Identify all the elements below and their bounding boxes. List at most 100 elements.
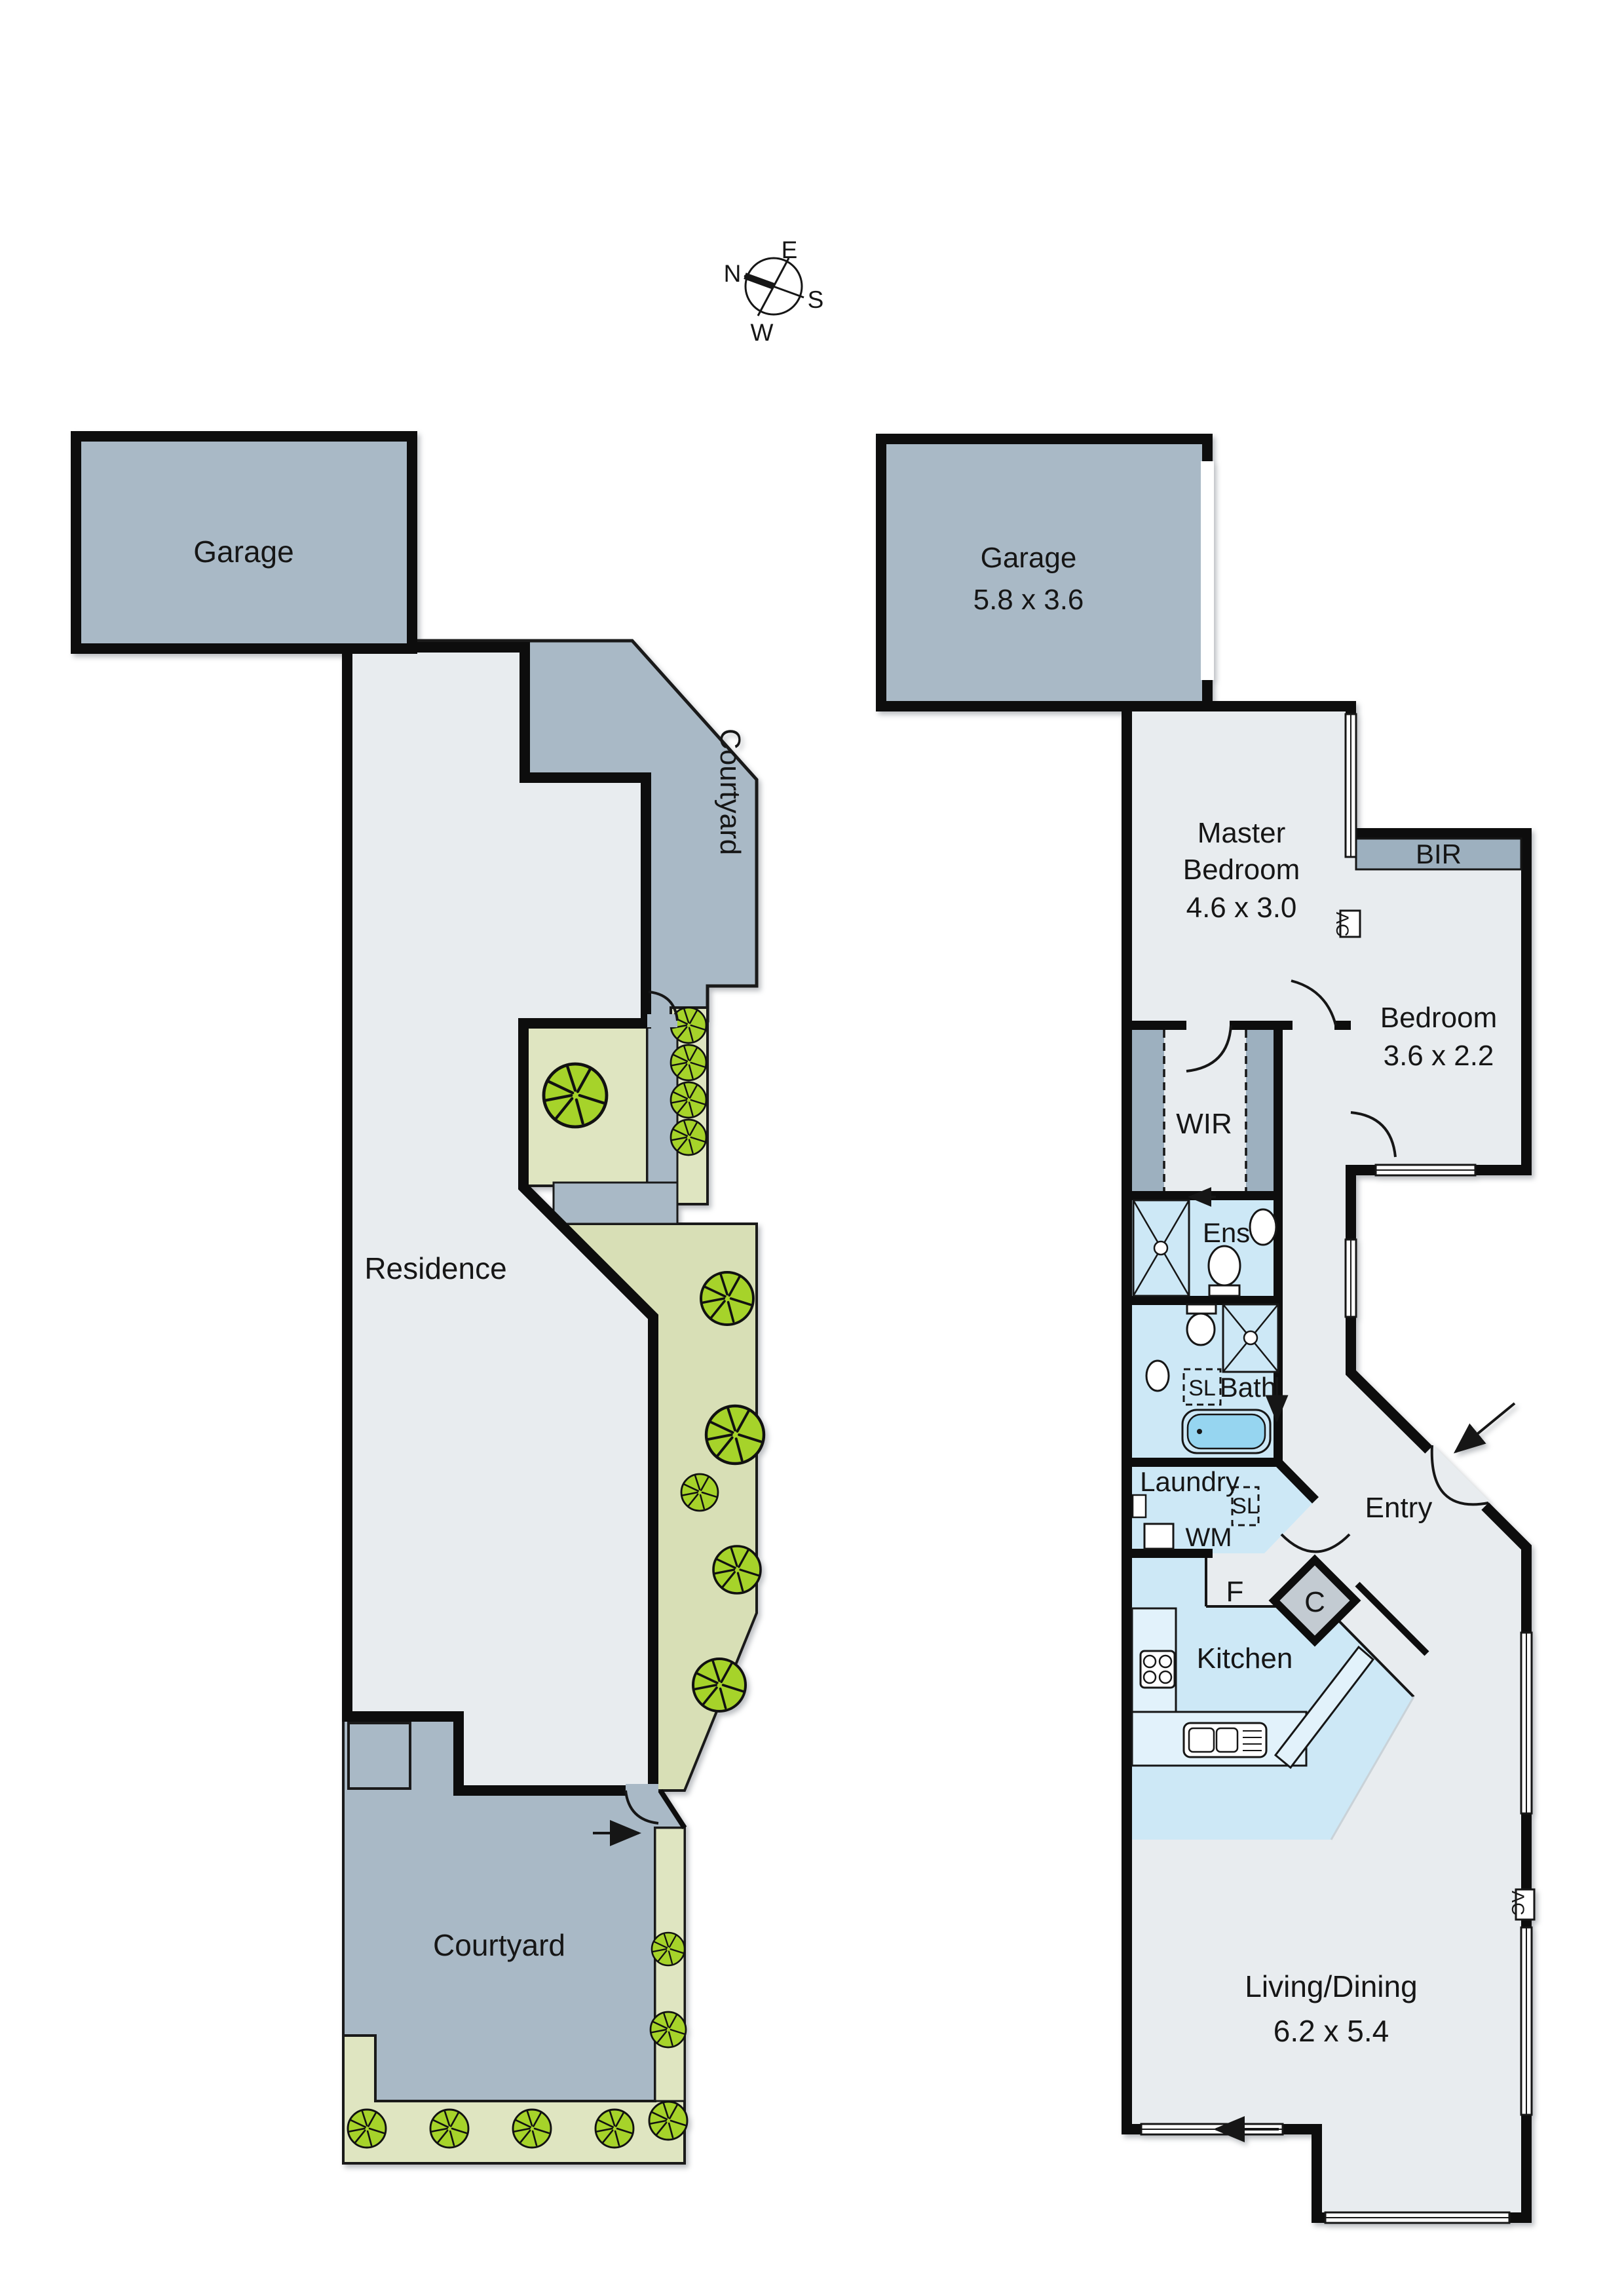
tree-icon bbox=[594, 2108, 635, 2149]
windows bbox=[1140, 713, 1533, 2224]
wir-robe-right bbox=[1246, 1030, 1278, 1194]
kitchen-floor bbox=[1132, 1553, 1414, 1840]
entry-arrow-icon bbox=[1453, 1402, 1516, 1454]
window bbox=[1324, 2211, 1511, 2224]
door-swing-arc bbox=[624, 1790, 659, 1825]
door-opening bbox=[1293, 1019, 1334, 1031]
kitchen-boundary bbox=[1330, 1696, 1415, 1840]
compass-rose: N E S W bbox=[724, 237, 824, 346]
door-swing-arc bbox=[1186, 1025, 1232, 1072]
garage-door-opening bbox=[1201, 461, 1214, 680]
tree-icon bbox=[670, 1081, 708, 1119]
window bbox=[1344, 1238, 1357, 1318]
door-swing-arc bbox=[1350, 1111, 1397, 1158]
fence-segment bbox=[658, 1789, 687, 1830]
toilet-bowl bbox=[1207, 1245, 1241, 1287]
compass-n-label: N bbox=[724, 260, 742, 287]
bath-sl-label: SL bbox=[1188, 1376, 1216, 1401]
door-opening bbox=[626, 1784, 658, 1797]
skylight-outline bbox=[1182, 1368, 1222, 1406]
ac-unit: AC bbox=[1508, 1888, 1536, 1921]
bir-label: BIR bbox=[1416, 839, 1462, 869]
tree-icon bbox=[512, 2108, 552, 2149]
courtyard-step bbox=[347, 1722, 411, 1790]
master-bedroom-label-1: Master bbox=[1198, 817, 1285, 849]
garage-dims: 5.8 x 3.6 bbox=[973, 584, 1084, 616]
bedroom-dims: 3.6 x 2.2 bbox=[1384, 1040, 1494, 1072]
closet-label: C bbox=[1304, 1586, 1325, 1618]
site-garage-label: Garage bbox=[193, 535, 293, 569]
tree-icon bbox=[680, 1473, 719, 1512]
tree-icon bbox=[649, 2011, 687, 2049]
skylight-outline bbox=[1231, 1486, 1260, 1526]
kitchen-sink bbox=[1182, 1722, 1268, 1758]
bedroom-label: Bedroom bbox=[1380, 1002, 1498, 1034]
door-opening bbox=[647, 1014, 677, 1027]
fridge-label: F bbox=[1226, 1576, 1244, 1608]
ac-label: AC bbox=[1332, 912, 1352, 937]
entry-label: Entry bbox=[1365, 1492, 1433, 1524]
house-footprint bbox=[1122, 701, 1532, 2223]
tree-icon bbox=[701, 1272, 753, 1325]
toilet-bowl bbox=[1186, 1312, 1216, 1346]
washing-machine bbox=[1143, 1523, 1175, 1550]
toilet-tank bbox=[1186, 1303, 1217, 1315]
basin bbox=[1145, 1359, 1170, 1392]
residence-footprint bbox=[342, 642, 658, 1796]
tree-icon bbox=[347, 2108, 387, 2149]
compass-e-label: E bbox=[782, 237, 798, 263]
tree-icon bbox=[693, 1659, 746, 1711]
site-plan: Garage Courtyard Residence Courtyard bbox=[71, 431, 764, 2165]
window bbox=[1520, 1926, 1533, 2116]
floor-plan: AC AC bbox=[876, 434, 1536, 2224]
garden-path-stub bbox=[552, 1181, 679, 1225]
master-bedroom-label-2: Bedroom bbox=[1183, 854, 1300, 886]
laundry-sl-label: SL bbox=[1232, 1494, 1259, 1519]
compass-s-label: S bbox=[808, 286, 824, 313]
sliding-door bbox=[1140, 2116, 1284, 2142]
kitchen-label: Kitchen bbox=[1197, 1642, 1293, 1675]
tree-icon bbox=[670, 1044, 708, 1082]
shower-drain bbox=[1153, 1240, 1169, 1256]
entry-door-opening bbox=[1424, 1445, 1490, 1511]
garage-label: Garage bbox=[981, 542, 1077, 574]
window bbox=[1344, 713, 1357, 858]
door-opening bbox=[1346, 1114, 1357, 1156]
master-bedroom-dims: 4.6 x 3.0 bbox=[1186, 892, 1297, 924]
wir-robe-left bbox=[1132, 1030, 1164, 1194]
tree-icon bbox=[706, 1406, 764, 1464]
living-dining-label: Living/Dining bbox=[1245, 1969, 1417, 2003]
ensuite-fixtures bbox=[1132, 1187, 1277, 1297]
cooktop bbox=[1139, 1650, 1176, 1689]
tree-icon bbox=[429, 2108, 470, 2149]
bathtub bbox=[1181, 1409, 1272, 1454]
kitchen-island bbox=[1274, 1645, 1375, 1770]
door-swing-arc bbox=[648, 991, 679, 1021]
bathroom-fixtures bbox=[1145, 1303, 1289, 1454]
living-dining-dims: 6.2 x 5.4 bbox=[1274, 2014, 1389, 2048]
residence-label: Residence bbox=[364, 1251, 506, 1285]
tree-icon bbox=[648, 2100, 689, 2141]
ensuite-label: Ens bbox=[1203, 1217, 1250, 1248]
entry-partition-wall bbox=[1355, 1582, 1429, 1656]
ac-label: AC bbox=[1508, 1891, 1528, 1916]
tree-icon bbox=[544, 1064, 607, 1127]
door-opening bbox=[1186, 1019, 1230, 1031]
lower-courtyard-label: Courtyard bbox=[433, 1928, 565, 1962]
window bbox=[1374, 1164, 1477, 1177]
door-swing-arc bbox=[1280, 1533, 1351, 1553]
laundry-trough bbox=[1131, 1494, 1147, 1519]
kitchen-benches bbox=[1131, 1607, 1375, 1770]
tree-icon bbox=[670, 1118, 708, 1156]
laundry-label: Laundry bbox=[1140, 1466, 1239, 1497]
entry-door-swing-arc bbox=[1430, 1445, 1489, 1506]
closet bbox=[1268, 1554, 1361, 1647]
wir-label: WIR bbox=[1176, 1108, 1232, 1140]
window bbox=[1520, 1631, 1533, 1815]
door-swing-arc bbox=[1291, 979, 1337, 1026]
shower-drain bbox=[1243, 1330, 1258, 1346]
basin bbox=[1249, 1208, 1277, 1246]
bath-label: Bath bbox=[1220, 1372, 1276, 1403]
